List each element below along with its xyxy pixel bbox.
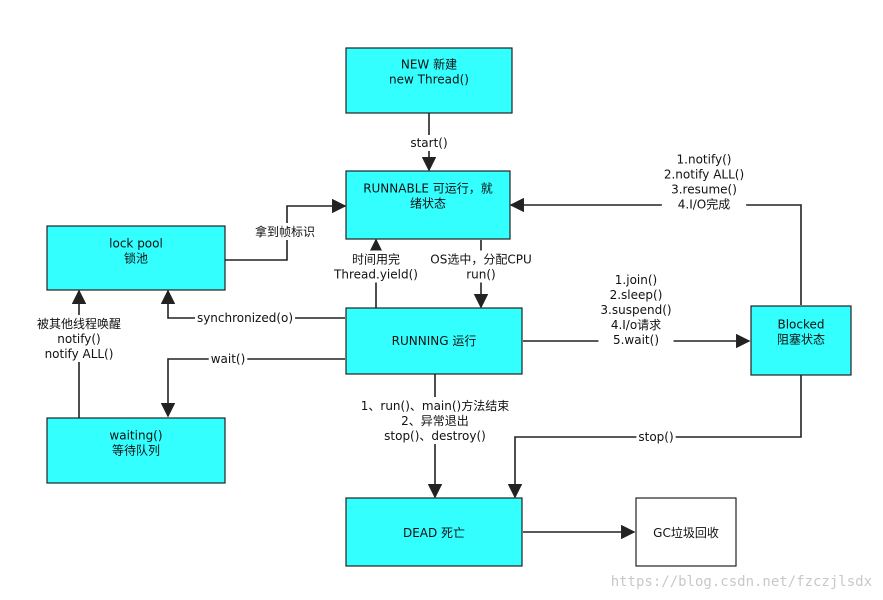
label-line: wait() [211, 352, 246, 366]
edge-label-blocked-to-runnable: 1.notify()2.notify ALL()3.resume()4.I/O完… [664, 153, 744, 212]
label-line: 1.join() [615, 273, 657, 287]
label-line: lock pool [109, 237, 163, 251]
edge-label-running-to-lock: synchronized(o) [197, 311, 293, 325]
label-line: OS选中，分配CPU [430, 252, 531, 267]
label-line: Thread.yield() [333, 268, 418, 282]
edge-label-bg [428, 250, 534, 283]
node-label-gc: GC垃圾回收 [653, 525, 719, 540]
label-line: notify() [57, 332, 100, 346]
label-line: new Thread() [389, 73, 469, 87]
edge-label-backgrounds [34, 135, 747, 445]
edge-label-lock-to-runnable: 拿到帧标识 [255, 224, 315, 239]
label-line: 1.notify() [677, 153, 732, 167]
label-line: 绪状态 [410, 197, 446, 211]
node-running [345, 307, 523, 375]
label-line: run() [466, 268, 496, 282]
label-line: 3.resume() [671, 183, 737, 197]
node-dead [345, 497, 523, 567]
node-label-waiting: waiting()等待队列 [109, 429, 162, 458]
node-label-running: RUNNING 运行 [392, 334, 477, 348]
label-line: 2、异常退出 [401, 414, 469, 428]
node-label-dead: DEAD 死亡 [403, 526, 465, 540]
label-line: DEAD 死亡 [403, 526, 465, 540]
edge-label-bg [252, 223, 318, 240]
label-line: 锁池 [124, 251, 148, 266]
nodes [46, 47, 852, 567]
label-line: 2.sleep() [610, 288, 663, 302]
label-line: NEW 新建 [401, 57, 457, 72]
label-line: stop() [638, 430, 673, 444]
label-line: 4.I/O完成 [678, 197, 730, 212]
label-line: notify ALL() [45, 347, 114, 361]
edge-label-bg [661, 151, 747, 213]
label-line: synchronized(o) [197, 311, 293, 325]
label-line: 阻塞状态 [777, 332, 825, 347]
edge-label-bg [194, 310, 296, 326]
label-line: RUNNING 运行 [392, 334, 477, 348]
edge-label-bg [208, 351, 248, 367]
label-line: Blocked [777, 318, 824, 332]
edge-label-start: start() [410, 136, 447, 150]
label-line: waiting() [109, 429, 162, 443]
label-line: 3.suspend() [600, 303, 671, 317]
label-line: 5.wait() [613, 333, 659, 347]
label-line: 被其他线程唤醒 [37, 316, 121, 331]
edge-labels: start() 拿到帧标识 1.notify()2.notify ALL()3.… [37, 136, 744, 444]
label-line: 拿到帧标识 [255, 224, 315, 239]
node-gc [635, 497, 737, 567]
node-runnable [345, 170, 511, 240]
node-new [345, 47, 513, 114]
label-line: 等待队列 [112, 443, 160, 458]
label-line: 2.notify ALL() [664, 168, 744, 182]
label-line: 时间用完 [352, 252, 400, 267]
label-line: 1、run()、main()方法结束 [361, 398, 510, 413]
label-line: 4.I/o请求 [611, 318, 661, 332]
node-blocked [750, 305, 852, 376]
node-waiting [46, 417, 226, 484]
label-line: stop()、destroy() [384, 429, 486, 443]
label-line: RUNNABLE 可运行，就 [363, 182, 493, 196]
watermark-text: https://blog.csdn.net/fzczjlsdx [611, 574, 872, 590]
edge-label-blocked-to-dead: stop() [638, 430, 673, 444]
label-line: start() [410, 136, 447, 150]
edge-label-bg [598, 272, 674, 348]
edge-label-running-to-waiting: wait() [211, 352, 246, 366]
edge-label-bg [636, 429, 676, 445]
edge-label-bg [331, 250, 420, 283]
label-line: GC垃圾回收 [653, 525, 719, 540]
edge-blocked-to-runnable [509, 197, 802, 305]
edge-label-bg [34, 315, 124, 362]
edge-label-bg [358, 397, 512, 444]
node-lock-pool [46, 225, 226, 291]
edge-label-bg [408, 135, 450, 151]
edge-running-to-waiting [160, 358, 345, 418]
node-label-runnable: RUNNABLE 可运行，就绪状态 [363, 182, 493, 211]
